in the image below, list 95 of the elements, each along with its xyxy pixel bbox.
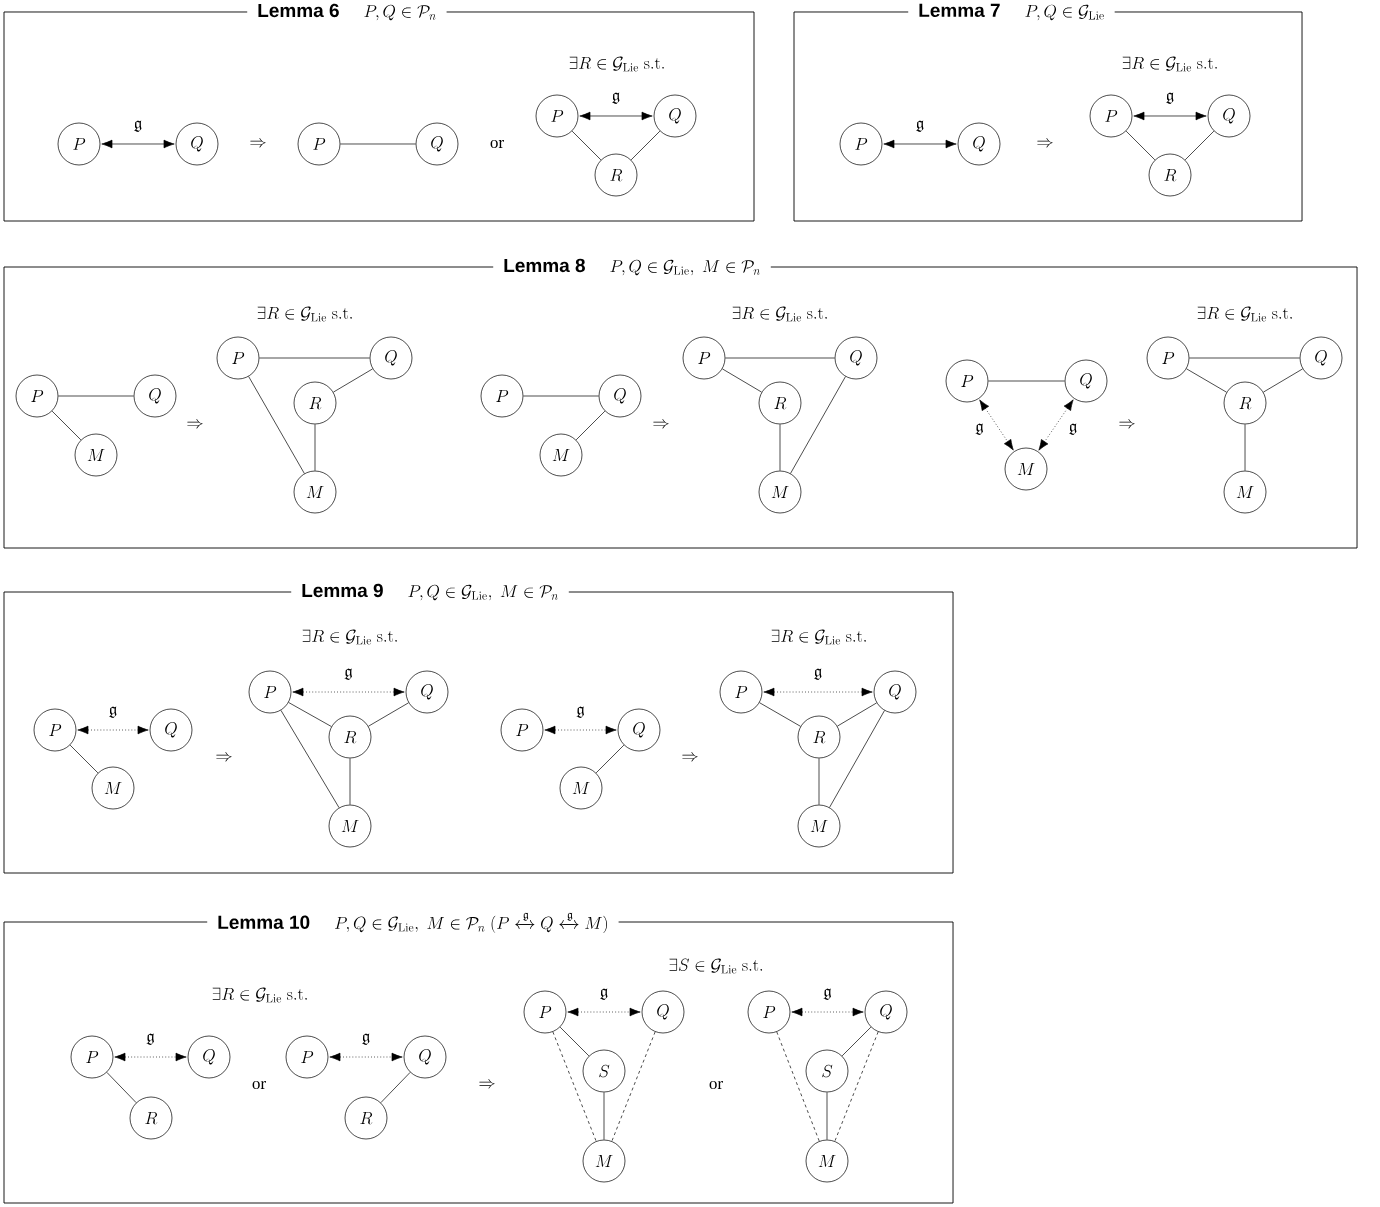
arrow — [579, 111, 653, 121]
lemma-heading: Lemma 9 $P,Q \in \mathcal{G}_{\mathrm{Lie}},\ M \in \mathcal{P}_n$ — [291, 581, 569, 603]
edge-line — [630, 130, 661, 161]
edge-line — [1186, 368, 1227, 393]
edge-label: $\mathfrak{g}$ — [1164, 91, 1176, 105]
implies-symbol: $\Rightarrow$ — [187, 419, 203, 429]
edge-line — [259, 357, 370, 359]
edge-line — [523, 395, 599, 397]
edge-line — [829, 710, 885, 808]
arrow — [1038, 399, 1074, 451]
edge-line — [559, 1026, 590, 1057]
edge-line — [51, 410, 82, 441]
implies-symbol: $\Rightarrow$ — [1119, 419, 1135, 429]
arrow — [883, 139, 957, 149]
edge-line — [1244, 424, 1246, 471]
edge-line — [280, 710, 340, 809]
arrow — [544, 725, 617, 735]
edge-line — [818, 758, 820, 805]
edge-line — [340, 143, 416, 145]
edge-label: $\mathfrak{g}$ — [360, 1032, 372, 1046]
edge-line — [1263, 368, 1303, 393]
edge-line — [988, 380, 1065, 382]
edge-label: $\mathfrak{g}$ — [1067, 422, 1079, 436]
condition-formula: $\exists S \in \mathcal{G}_{\mathrm{Lie}}\ \mathrm{s.t.}$ — [669, 958, 763, 974]
edge-line — [841, 1026, 872, 1057]
arrow — [114, 1052, 187, 1062]
edge-label: $\mathfrak{g}$ — [812, 667, 824, 681]
edge-line — [571, 130, 602, 161]
or-text: or — [252, 1080, 266, 1090]
edge-line — [69, 744, 99, 774]
edge-label: $\mathfrak{g}$ — [610, 91, 622, 105]
edge-label: $\mathfrak{g}$ — [914, 119, 926, 133]
lemma-heading: Lemma 8 $P,Q \in \mathcal{G}_{\mathrm{Lie}},\ M \in \mathcal{P}_n$ — [493, 256, 771, 278]
edge-line — [790, 376, 846, 474]
condition-formula: $\exists R \in \mathcal{G}_{\mathrm{Lie}}\ \mathrm{s.t.}$ — [732, 306, 827, 322]
edge-label: $\mathfrak{g}$ — [145, 1032, 156, 1046]
condition-formula: $\exists R \in \mathcal{G}_{\mathrm{Lie}}\ \mathrm{s.t.}$ — [257, 306, 352, 322]
edge-line — [314, 424, 316, 471]
edge-line — [776, 1031, 820, 1142]
edge-line — [288, 702, 332, 727]
arrow — [77, 725, 149, 735]
edge-line — [248, 376, 305, 474]
edge-line — [552, 1031, 597, 1142]
condition-formula: $\exists R \in \mathcal{G}_{\mathrm{Lie}}\ \mathrm{s.t.}$ — [212, 987, 307, 1003]
edge-line — [1189, 357, 1300, 359]
arrow — [979, 399, 1014, 451]
edge-line — [380, 1072, 411, 1103]
edge-label: $\mathfrak{g}$ — [974, 422, 985, 436]
edge-line — [725, 357, 835, 359]
condition-formula: $\exists R \in \mathcal{G}_{\mathrm{Lie}}\ \mathrm{s.t.}$ — [771, 629, 866, 645]
edge-line — [106, 1072, 137, 1103]
edge-label: $\mathfrak{g}$ — [598, 987, 610, 1001]
implies-symbol: $\Rightarrow$ — [1037, 138, 1053, 148]
edge-line — [575, 410, 606, 441]
edge-line — [1184, 130, 1215, 161]
edge-line — [779, 424, 781, 471]
edge-line — [759, 702, 801, 727]
edge-line — [722, 368, 762, 393]
arrow — [1133, 111, 1207, 121]
edge-line — [826, 1092, 828, 1140]
implies-symbol: $\Rightarrow$ — [479, 1079, 495, 1089]
edge-line — [837, 702, 877, 727]
lemma-heading: Lemma 10 $P,Q \in \mathcal{G}_{\mathrm{Lie}},\ M \in \mathcal{P}_n\ (P \xleftrightarrow{\mathfrak{g}} Q \xleftrightarrow{\mathfrak{g}} M)$ — [207, 908, 619, 936]
condition-formula: $\exists R \in \mathcal{G}_{\mathrm{Lie}}\ \mathrm{s.t.}$ — [1197, 306, 1292, 322]
arrow — [292, 687, 405, 697]
edge-label: $\mathfrak{g}$ — [822, 987, 833, 1001]
edge-label: $\mathfrak{g}$ — [343, 667, 354, 681]
condition-formula: $\exists R \in \mathcal{G}_{\mathrm{Lie}}\ \mathrm{s.t.}$ — [1122, 56, 1217, 72]
implies-symbol: $\Rightarrow$ — [250, 138, 266, 148]
or-text: or — [490, 139, 504, 149]
implies-symbol: $\Rightarrow$ — [216, 752, 232, 762]
arrow — [763, 687, 873, 697]
edge-line — [333, 368, 373, 393]
edge-line — [834, 1031, 879, 1142]
edge-line — [349, 758, 351, 805]
edge-line — [595, 744, 625, 774]
edge-label: $\mathfrak{g}$ — [107, 705, 119, 719]
condition-formula: $\exists R \in \mathcal{G}_{\mathrm{Lie}}\ \mathrm{s.t.}$ — [302, 629, 397, 645]
arrow — [567, 1007, 641, 1017]
condition-formula: $\exists R \in \mathcal{G}_{\mathrm{Lie}}\ \mathrm{s.t.}$ — [569, 56, 664, 72]
lemma-heading: Lemma 7 $P,Q \in \mathcal{G}_{\mathrm{Lie}}$ — [908, 1, 1115, 23]
edge-line — [603, 1092, 605, 1140]
arrow — [101, 139, 175, 149]
arrow — [791, 1007, 864, 1017]
edge-label: $\mathfrak{g}$ — [132, 119, 144, 133]
edge-line — [1125, 130, 1156, 161]
implies-symbol: $\Rightarrow$ — [653, 419, 669, 429]
or-text: or — [709, 1080, 723, 1090]
arrow — [329, 1052, 403, 1062]
edge-line — [368, 702, 409, 727]
lemma-heading: Lemma 6 $P,Q \in \mathcal{P}_n$ — [247, 1, 447, 23]
edge-line — [611, 1031, 656, 1142]
implies-symbol: $\Rightarrow$ — [682, 752, 698, 762]
edge-line — [58, 395, 134, 397]
edge-label: $\mathfrak{g}$ — [575, 705, 586, 719]
